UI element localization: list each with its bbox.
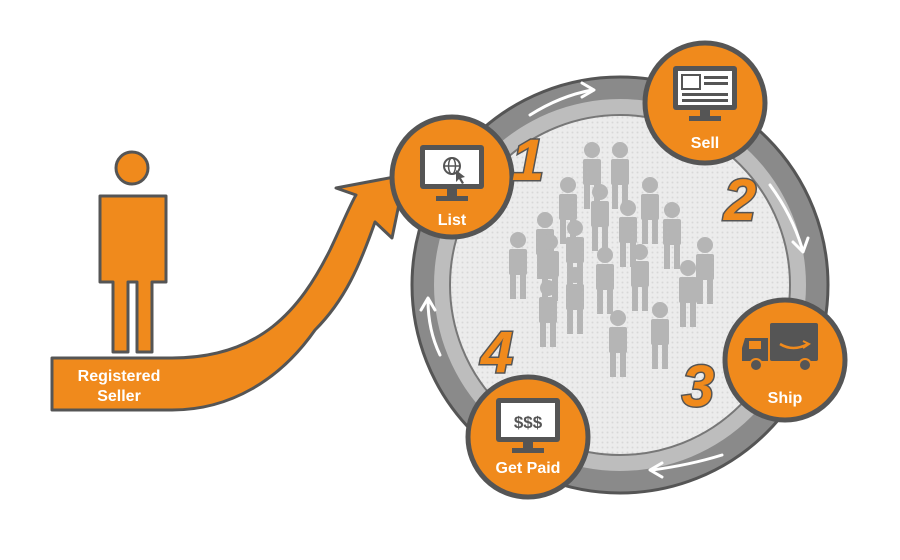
flow-arrow-top-head <box>580 81 596 99</box>
step-list: List <box>389 114 515 240</box>
seller-to-list-arrow <box>50 173 407 412</box>
step-label-get-paid: Get Paid <box>496 460 561 477</box>
step-get-paid: $$$ Get Paid <box>465 374 591 500</box>
step-ship: Ship <box>722 297 848 423</box>
flow-arrow-left <box>426 298 442 357</box>
step-label-ship: Ship <box>768 390 803 407</box>
step-number-3: 3 <box>682 354 714 419</box>
step-label-sell: Sell <box>691 135 719 152</box>
delivery-truck-icon <box>742 323 818 372</box>
webpage-monitor-icon <box>673 66 737 121</box>
step-number-4: 4 <box>480 320 513 385</box>
flow-arrow-right-head <box>791 236 810 254</box>
step-number-2: 2 <box>723 168 756 233</box>
seller-label-line1: Registered <box>78 368 161 385</box>
money-glyph: $$$ <box>514 413 543 432</box>
flow-arrow-top <box>528 88 594 117</box>
seller-label-line2: Seller <box>97 388 141 405</box>
flow-arrow-right <box>768 183 804 250</box>
money-monitor-icon: $$$ <box>496 398 560 453</box>
step-label-list: List <box>438 212 467 229</box>
ring-flow-arrows <box>419 81 810 479</box>
flow-arrow-bottom-head <box>648 461 664 479</box>
seller-person-icon <box>98 150 168 354</box>
flow-arrow-bottom <box>650 453 724 472</box>
step-sell: Sell <box>642 40 768 166</box>
flow-arrow-left-head <box>419 296 437 312</box>
globe-monitor-icon <box>420 145 484 201</box>
step-number-1: 1 <box>512 128 544 193</box>
